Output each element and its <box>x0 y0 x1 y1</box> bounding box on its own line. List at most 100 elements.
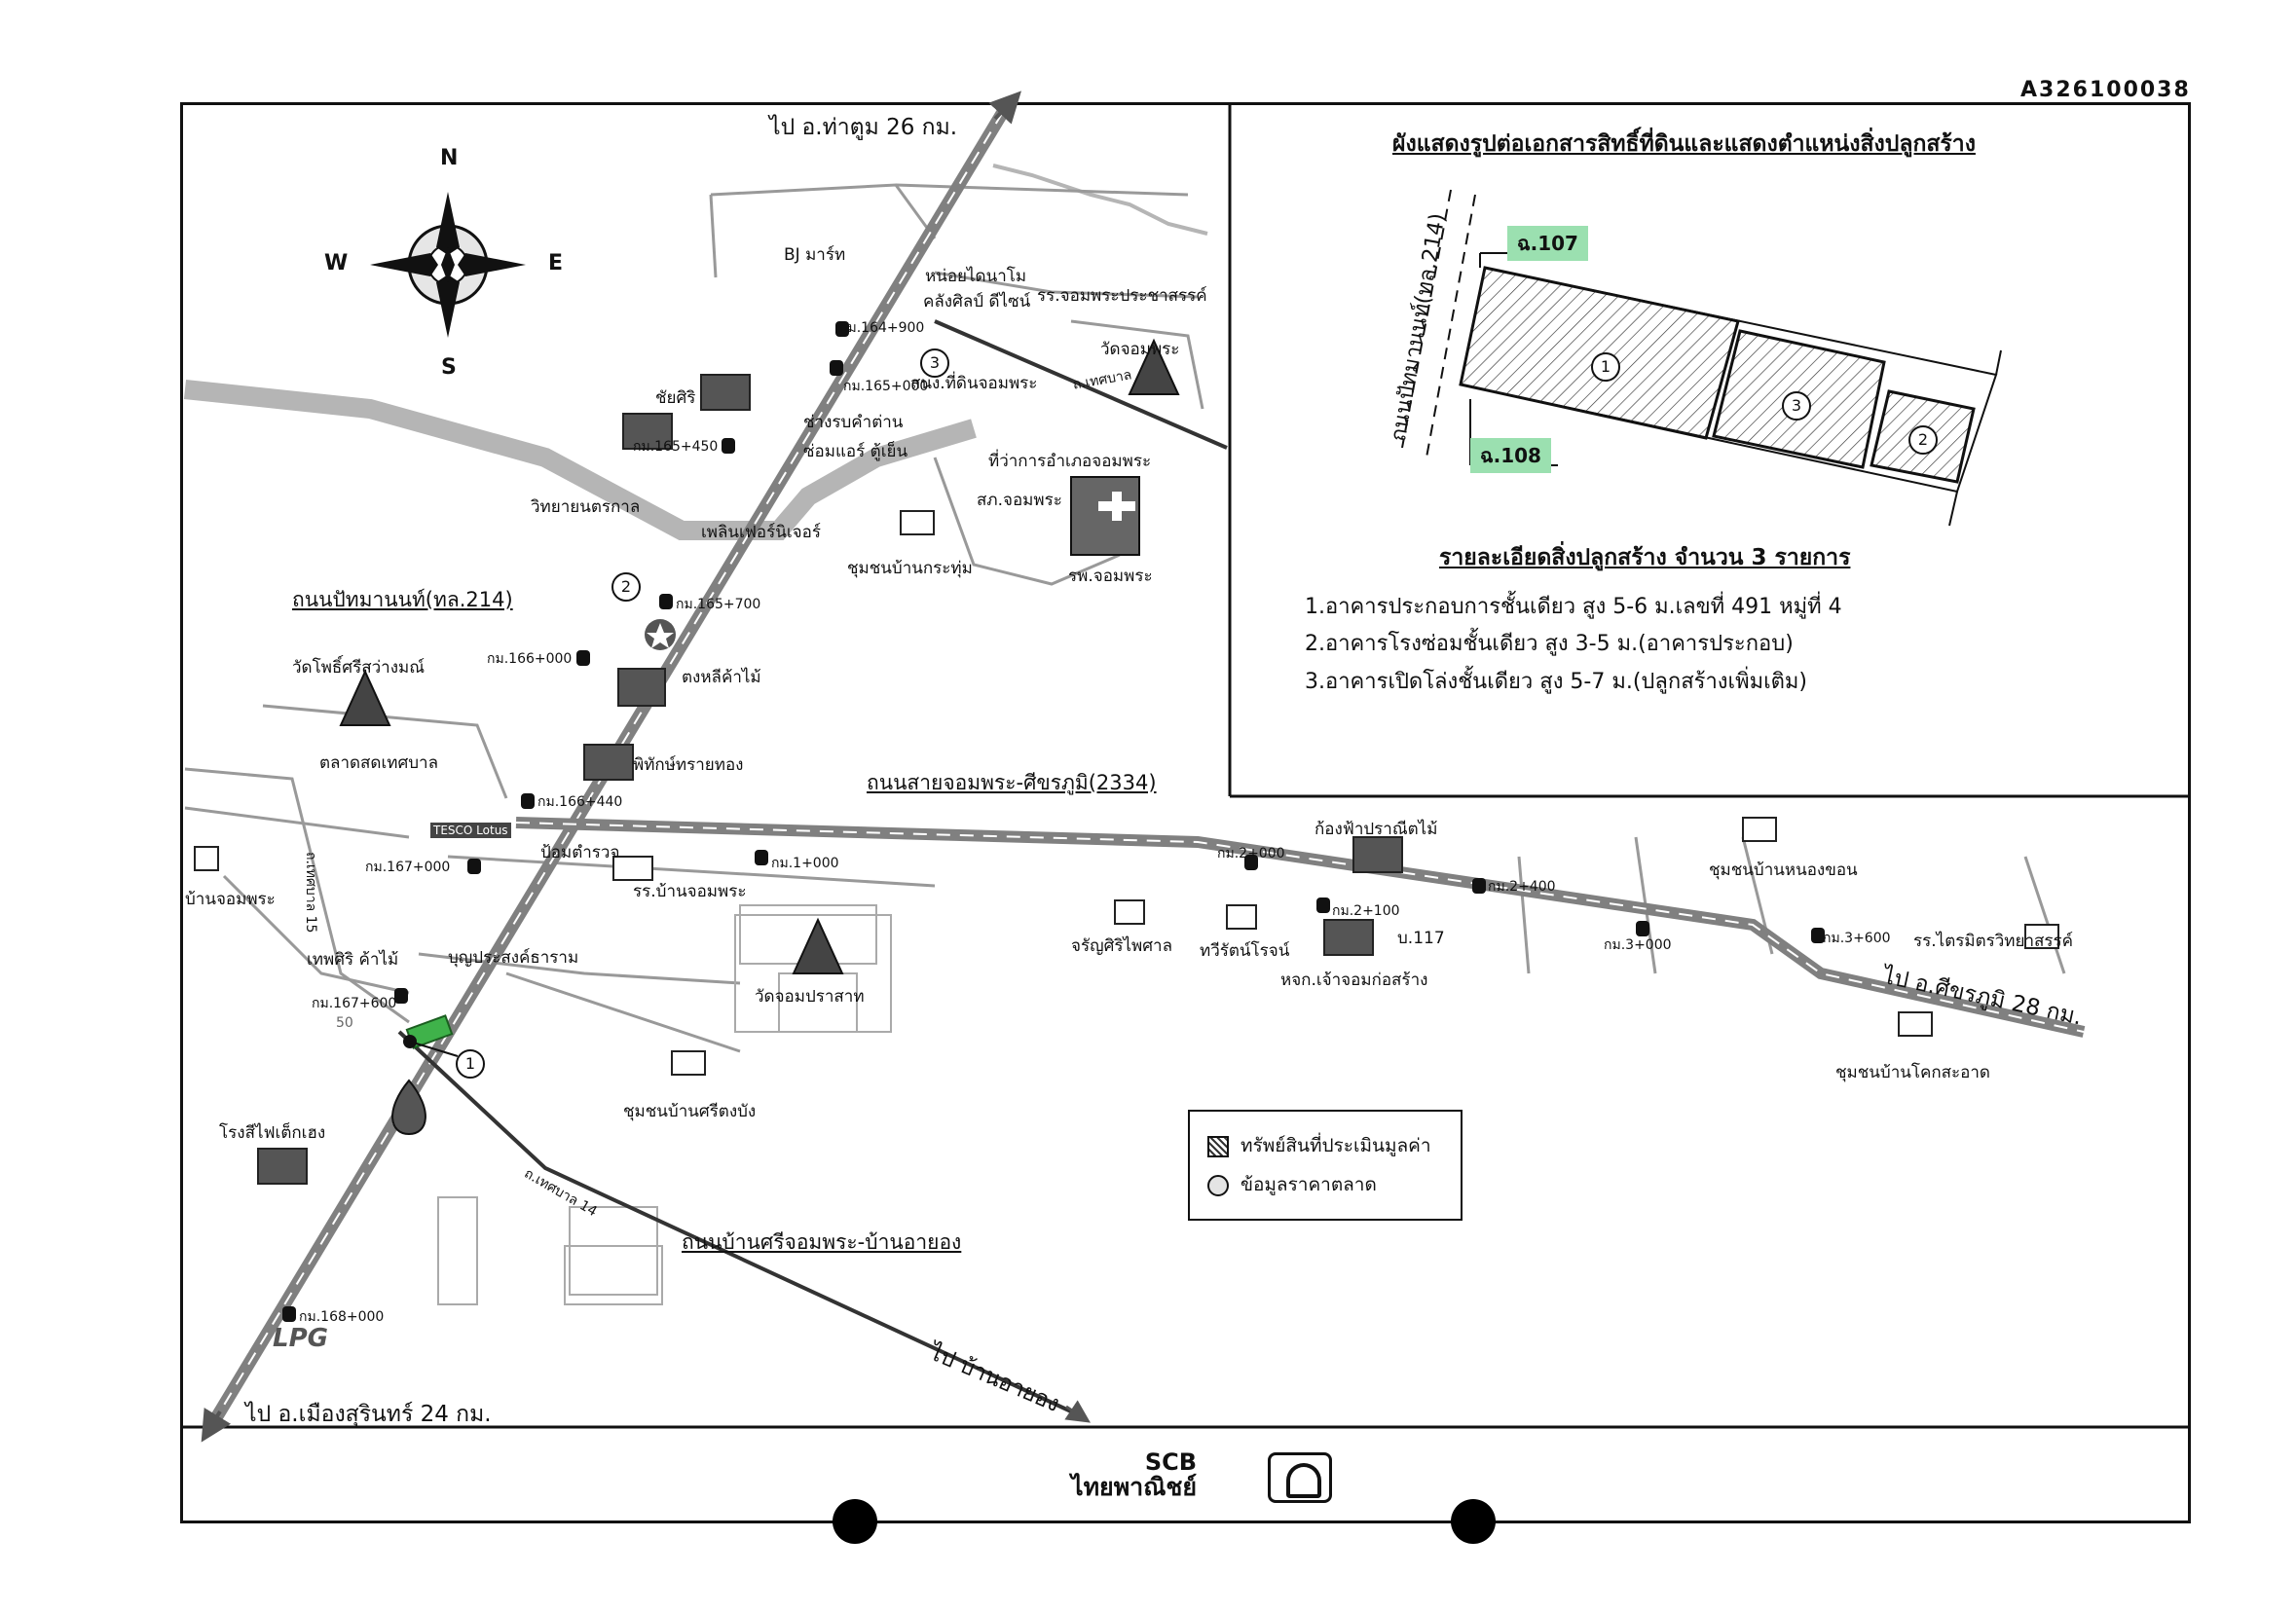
road-tesaban-north <box>934 319 1228 450</box>
river <box>183 380 977 540</box>
compass-north-label: N <box>440 146 459 170</box>
label-wittayu: วิทยายนตรกาล <box>531 497 641 517</box>
lot-number-2: 2 <box>1908 425 1938 455</box>
label-community-krathum: ชุมชนบ้านกระทุ่ม <box>847 559 973 578</box>
km-label-3600: กม.3+600 <box>1823 931 1891 946</box>
km-label-165700: กม.165+700 <box>676 597 761 612</box>
km-label-1000: กม.1+000 <box>771 856 839 871</box>
label-khlang-sin: คลังศิลป์ ดีไซน์ <box>923 292 1031 311</box>
label-police-box: ป้อมตำรวจ <box>540 843 620 862</box>
bank-wordmark: SCB ไทยพาณิชย์ <box>1071 1448 1198 1502</box>
road-title-214: ถนนปัทมานนท์(ทล.214) <box>292 588 513 611</box>
direction-south: ไป อ.เมืองสุรินทร์ 24 กม. <box>245 1402 492 1427</box>
legend-row-market: ข้อมูลราคาตลาด <box>1207 1170 1377 1199</box>
label-school-ban-jompra: รร.บ้านจอมพระ <box>633 882 747 901</box>
punch-hole-right <box>1451 1499 1496 1544</box>
marker-107: ฉ.107 <box>1507 226 1588 261</box>
map-number-1: 1 <box>456 1049 485 1079</box>
km-marker-icon <box>282 321 1825 1322</box>
label-lpg: LPG <box>273 1324 328 1353</box>
gas-station-icon <box>391 1079 426 1136</box>
label-bj-mart: BJ มาร์ท <box>784 245 846 265</box>
house-icon <box>194 510 2059 1076</box>
label-police-station: สภ.จอมพระ <box>977 491 1062 510</box>
detail-item-1: 1.อาคารประกอบการชั้นเดียว สูง 5-6 ม.เลขท… <box>1305 595 1842 619</box>
label-wat-jompra: วัดจอมพระ <box>1100 340 1180 359</box>
km-label-2100: กม.2+100 <box>1332 903 1400 919</box>
km-label-165450: กม.165+450 <box>633 439 719 455</box>
road-title-2334: ถนนสายจอมพระ-ศีขรภูมิ(2334) <box>867 771 1157 794</box>
detail-item-2: 2.อาคารโรงซ่อมชั้นเดียว สูง 3-5 ม.(อาคาร… <box>1305 632 1794 656</box>
km-label-2000: กม.2+000 <box>1217 846 1285 861</box>
km-label-2400: กม.2+400 <box>1488 879 1556 895</box>
legend-market-label: ข้อมูลราคาตลาด <box>1241 1174 1377 1195</box>
direction-north: ไป อ.ท่าตูม 26 กม. <box>769 115 958 140</box>
km-label-165000: กม.165+000 <box>843 379 929 394</box>
km-label-3000: กม.3+000 <box>1604 937 1672 953</box>
label-thep-siri: เทพศิริ ค้าไม้ <box>307 950 399 970</box>
label-community-nong-khon: ชุมชนบ้านหนองขอน <box>1709 861 1858 880</box>
scb-logo-icon <box>1268 1452 1332 1503</box>
compass-south-label: S <box>441 355 457 380</box>
label-school-prachasan: รร.จอมพระประชาสรรค์ <box>1037 286 1207 306</box>
compass-west-label: W <box>324 251 349 275</box>
label-wat-pho-si: วัดโพธิ์ศรีสว่างมณ์ <box>292 658 425 678</box>
road-ayong <box>397 1030 1072 1413</box>
road-label-tesaban15: ถ.เทศบาล 15 <box>303 852 318 934</box>
map-number-3: 3 <box>920 348 949 378</box>
lot-number-1: 1 <box>1591 352 1620 382</box>
label-wat-jom-prasat: วัดจอมปราสาท <box>755 987 865 1007</box>
document-code: A326100038 <box>2020 78 2191 102</box>
plot-diagram <box>1401 189 2002 527</box>
label-bun-prasong: บุญประสงค์ธาราม <box>448 948 579 968</box>
km-label-164900: กม.164+900 <box>839 320 925 336</box>
hatched-square-icon <box>1207 1135 1229 1157</box>
label-community-si-tong-bang: ชุมชนบ้านศรีตงบัง <box>623 1102 757 1121</box>
bank-short-name: SCB <box>1144 1448 1198 1476</box>
km-label-167000: กม.167+000 <box>365 860 451 875</box>
circle-icon <box>1207 1174 1229 1196</box>
label-ploen-furniture: เพลินเฟอร์นิเจอร์ <box>701 523 821 542</box>
compass-rose-icon <box>370 192 526 338</box>
km-label-166440: กม.166+440 <box>537 794 623 810</box>
marker-108: ฉ.108 <box>1470 438 1551 473</box>
legend-row-subject: ทรัพย์สินที่ประเมินมูลค่า <box>1207 1131 1431 1160</box>
km-label-166000: กม.166+000 <box>487 651 573 667</box>
label-air-repair: ซ่อมแอร์ ตู้เย็น <box>803 442 908 461</box>
label-district-office: ที่ว่าการอำเภอจอมพระ <box>988 452 1152 471</box>
temple-icon <box>339 338 1180 974</box>
road-title-ayong: ถนนบ้านศรีจอมพระ-บ้านอายอง <box>682 1230 962 1254</box>
bank-name: ไทยพาณิชย์ <box>1071 1473 1198 1502</box>
label-dynamo: หน่อยไดนาโม <box>925 267 1027 286</box>
label-market: ตลาดสดเทศบาล <box>319 753 439 773</box>
label-thawi-rat: ทวีรัตน์โรจน์ <box>1200 941 1290 961</box>
legend: ทรัพย์สินที่ประเมินมูลค่า ข้อมูลราคาตลาด <box>1188 1110 1463 1221</box>
plot-diagram-title: ผังแสดงรูปต่อเอกสารสิทธิ์ที่ดินและแสดงตำ… <box>1392 131 1976 157</box>
details-title: รายละเอียดสิ่งปลูกสร้าง จำนวน 3 รายการ <box>1439 545 1851 570</box>
label-rice-mill: โรงสีไฟเต็กเฮง <box>219 1123 326 1143</box>
legend-subject-label: ทรัพย์สินที่ประเมินมูลค่า <box>1241 1135 1431 1156</box>
km-label-167600: กม.167+600 <box>312 996 397 1011</box>
punch-hole-left <box>833 1499 877 1544</box>
lot-number-3: 3 <box>1782 391 1811 421</box>
label-construction: หจก.เจ้าจอมก่อสร้าง <box>1280 971 1428 990</box>
label-tong-lee: ตงหลีค้าไม้ <box>682 668 761 687</box>
label-land-office: สนง.ที่ดินจอมพระ <box>910 374 1038 393</box>
label-kong-fa: ก้องฟ้าปราณีตไม้ <box>1315 820 1438 839</box>
label-km-50: 50 <box>336 1015 353 1031</box>
label-chang-rop: ช่างรบคำต่าน <box>803 413 904 432</box>
label-hospital: รพ.จอมพระ <box>1068 567 1153 586</box>
label-school-trimit: รร.ไตรมิตรวิทยาสรรค์ <box>1913 932 2074 951</box>
label-jarun-siri: จรัญศิริไพศาล <box>1071 936 1173 956</box>
label-tesco: TESCO Lotus <box>430 823 511 838</box>
map-frame <box>180 102 2191 1523</box>
label-phitak: พิทักษ์ทรายทอง <box>633 755 744 775</box>
detail-item-3: 3.อาคารเปิดโล่งชั้นเดียว สูง 5-7 ม.(ปลูก… <box>1305 670 1807 694</box>
building-icon <box>257 374 1403 1185</box>
map-number-2: 2 <box>611 572 641 602</box>
creek <box>992 164 1208 236</box>
star-icon <box>645 619 676 650</box>
label-b117: บ.117 <box>1397 929 1445 948</box>
label-community-khok: ชุมชนบ้านโคกสะอาด <box>1835 1063 1990 1082</box>
